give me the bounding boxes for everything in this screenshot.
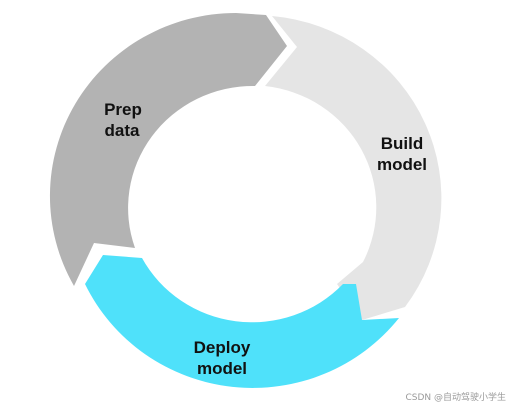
label-build-model: Build model xyxy=(377,134,427,174)
svg-text:Prep: Prep xyxy=(104,100,142,119)
svg-text:Build: Build xyxy=(381,134,424,153)
watermark-text: CSDN @自动驾驶小学生 xyxy=(405,393,506,403)
segment-prep-data xyxy=(49,12,288,286)
label-deploy-model: Deploy model xyxy=(194,338,251,378)
segment-build-model xyxy=(265,16,442,320)
svg-text:model: model xyxy=(377,155,427,174)
segment-deploy-model xyxy=(85,255,399,388)
svg-text:data: data xyxy=(105,121,141,140)
svg-text:Deploy: Deploy xyxy=(194,338,251,357)
label-prep-data: Prep data xyxy=(104,100,142,140)
svg-text:model: model xyxy=(197,359,247,378)
